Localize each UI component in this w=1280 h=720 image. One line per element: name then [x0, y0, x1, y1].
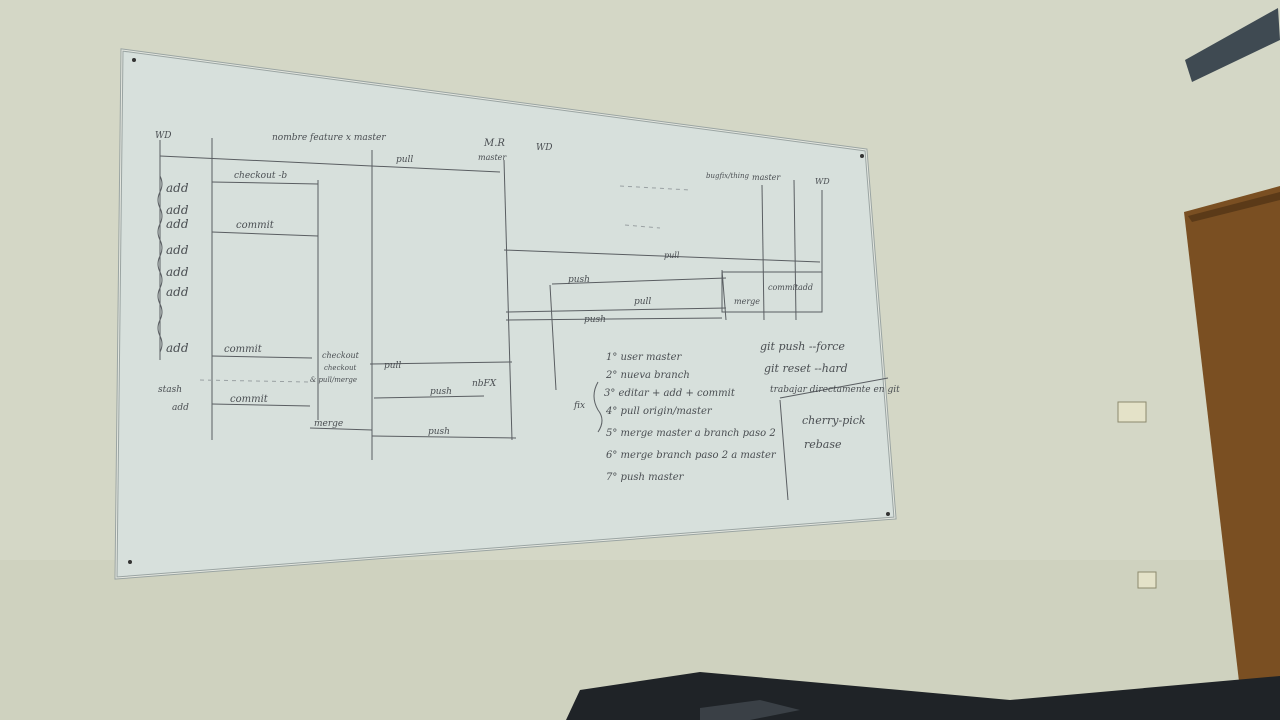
command-push-force: git push --force [760, 340, 845, 353]
label-commit-3: commit [230, 394, 269, 405]
command-reset-hard: git reset --hard [764, 362, 848, 375]
step-1: 1° user master [606, 352, 683, 363]
op-add-1: add [166, 181, 189, 195]
board-screw-br [886, 512, 890, 516]
whiteboard-edge [115, 49, 896, 579]
label-r-merge: merge [734, 297, 760, 306]
label-r-add: add [798, 283, 813, 292]
label-commit-2: commit [224, 344, 263, 355]
header-mr-sub: master [478, 153, 507, 162]
op-add-7: add [166, 341, 189, 355]
label-r-pull: pull [634, 297, 651, 307]
label-nbfx: nbFX [472, 379, 497, 389]
command-work-direct: trabajar directamente en git [770, 385, 900, 395]
commit-box [721, 271, 823, 313]
label-stash: stash [158, 385, 182, 395]
command-cherry-pick: cherry-pick [802, 414, 866, 427]
board-screw-tr [860, 154, 864, 158]
header-right-master: master [752, 173, 781, 182]
label-pull-top: pull [396, 155, 413, 165]
step-6: 6° merge branch paso 2 a master [606, 450, 777, 461]
label-r-push-2: push [584, 315, 606, 325]
header-wd2: WD [536, 143, 552, 153]
board-screw-tl [132, 58, 136, 62]
side-note: fix [573, 401, 585, 411]
label-checkout-b: checkout -b [234, 171, 287, 181]
op-add-2: add [166, 203, 189, 217]
op-add-6: add [166, 285, 189, 299]
label-pull-mid: pull [384, 361, 401, 371]
label-add-last: add [172, 403, 189, 413]
wall-mounted-projector-bracket [1185, 8, 1280, 82]
label-merge: merge [314, 419, 343, 429]
label-r-push: push [568, 275, 590, 285]
label-commit-1: commit [236, 220, 275, 231]
op-add-4: add [166, 243, 189, 257]
label-checkout-block-2: checkout [324, 364, 356, 372]
step-3: 3° editar + add + commit [604, 388, 736, 399]
door-frame-top [1188, 192, 1280, 222]
header-mr: M.R [483, 138, 505, 149]
wall-outlet [1137, 571, 1157, 589]
step-7: 7° push master [606, 472, 685, 483]
header-branch: nombre feature x master [272, 133, 386, 143]
header-right-wd: WD [815, 177, 830, 186]
header-right-branch: bugfix/thing [706, 172, 750, 180]
door [1184, 186, 1280, 690]
label-checkout-block: checkout [322, 351, 360, 360]
label-checkout-block-3: & pull/merge [310, 376, 357, 384]
label-push-1: push [430, 387, 452, 397]
label-push-2: push [428, 427, 450, 437]
step-5: 5° merge master a branch paso 2 [606, 428, 776, 439]
command-rebase: rebase [804, 438, 842, 451]
step-4: 4° pull origin/master [605, 406, 713, 417]
label-r-commit: commit [768, 283, 799, 292]
label-r-pull-top: pull [664, 251, 680, 260]
step-2: 2° nueva branch [605, 370, 690, 381]
light-switch [1117, 401, 1147, 423]
board-screw-bl [128, 560, 132, 564]
op-add-5: add [166, 265, 189, 279]
header-wd: WD [155, 131, 171, 141]
foreground-projector-detail [700, 700, 800, 720]
op-add-3: add [166, 217, 189, 231]
